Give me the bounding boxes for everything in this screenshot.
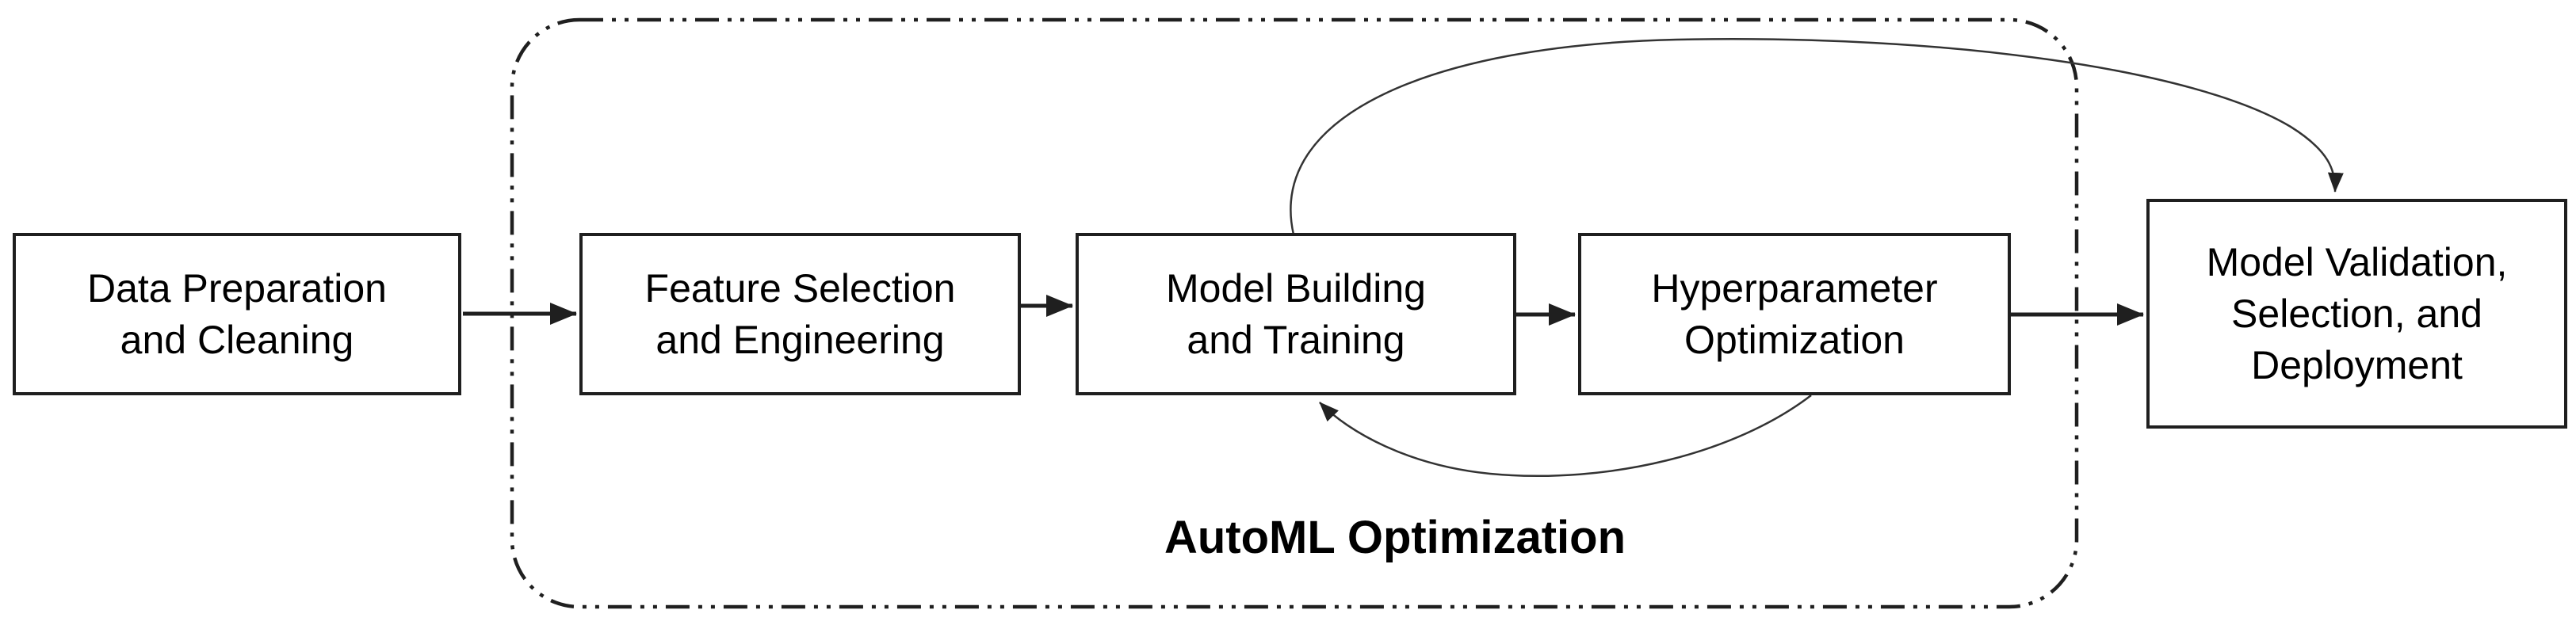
node-hyperparameter-optimization: Hyperparameter Optimization: [1578, 233, 2011, 395]
node-data-preparation: Data Preparation and Cleaning: [13, 233, 461, 395]
node-label-line: Data Preparation: [86, 265, 387, 311]
node-label-line: Model Building: [1166, 265, 1426, 311]
node-label-line: and Engineering: [655, 317, 945, 362]
node-label-line: Deployment: [2251, 342, 2463, 387]
automl-group-label: AutoML Optimization: [1164, 512, 1626, 563]
node-model-validation: Model Validation, Selection, and Deploym…: [2146, 199, 2567, 429]
node-label-line: Model Validation,: [2206, 239, 2508, 284]
node-label-line: Feature Selection: [644, 265, 956, 311]
curved-arrow-model-building-to-model-validation: [1290, 38, 2344, 235]
node-feature-selection: Feature Selection and Engineering: [579, 233, 1021, 395]
curved-arrow-hyperparameter-to-model-building: [1319, 395, 1812, 478]
node-label-line: Optimization: [1684, 317, 1905, 362]
automl-group-border: [510, 17, 2079, 609]
node-label-line: Hyperparameter: [1651, 265, 1938, 311]
node-label-line: Selection, and: [2231, 291, 2482, 336]
node-model-building: Model Building and Training: [1076, 233, 1516, 395]
node-label-line: and Training: [1187, 317, 1405, 362]
node-label-line: and Cleaning: [120, 317, 354, 362]
